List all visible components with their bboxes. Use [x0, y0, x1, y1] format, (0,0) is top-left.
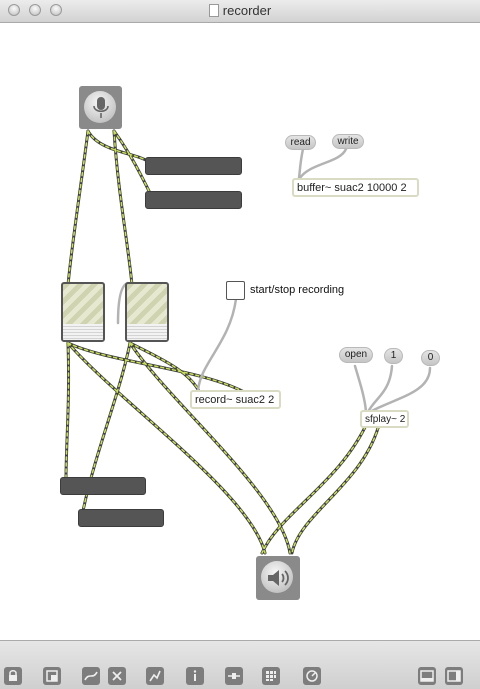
patcher-toolbar — [0, 640, 480, 689]
document-icon — [208, 4, 219, 17]
grid-icon[interactable] — [262, 667, 280, 685]
presentation-icon[interactable] — [43, 667, 61, 685]
zero-message[interactable]: 0 — [421, 350, 440, 366]
slider-icon[interactable] — [225, 667, 243, 685]
microphone-icon — [93, 97, 109, 118]
dsp-icon[interactable] — [303, 667, 321, 685]
toggle-comment: start/stop recording — [250, 284, 345, 296]
read-message[interactable]: read — [285, 135, 316, 150]
window-title-area: recorder — [0, 3, 480, 18]
level-meter-left — [61, 282, 105, 342]
info-icon[interactable] — [186, 667, 204, 685]
adc-button[interactable] — [79, 86, 122, 129]
level-number-box-1[interactable] — [145, 157, 242, 175]
open-message[interactable]: open — [339, 347, 373, 363]
record-object[interactable]: record~ suac2 2 — [190, 390, 281, 409]
write-message[interactable]: write — [332, 134, 364, 149]
patcher-canvas[interactable]: read write buffer~ suac2 10000 2 start/s… — [0, 23, 480, 640]
level-number-box-2[interactable] — [145, 191, 242, 209]
minimize-window-button[interactable] — [29, 4, 41, 16]
close-window-button[interactable] — [8, 4, 20, 16]
patch-cords-icon[interactable] — [82, 667, 100, 685]
one-message[interactable]: 1 — [384, 348, 403, 364]
level-number-box-4[interactable] — [78, 509, 164, 527]
patch-cords — [64, 129, 432, 555]
sfplay-object[interactable]: sfplay~ 2 — [360, 410, 409, 428]
record-toggle[interactable] — [226, 281, 245, 300]
level-number-box-3[interactable] — [60, 477, 146, 495]
dac-button[interactable] — [256, 556, 300, 600]
buffer-object[interactable]: buffer~ suac2 10000 2 — [292, 178, 419, 197]
window-title: recorder — [222, 3, 272, 18]
level-meter-right — [125, 282, 169, 342]
left-sidebar-icon[interactable] — [418, 667, 436, 685]
speaker-icon — [268, 570, 289, 586]
inspector-icon[interactable] — [146, 667, 164, 685]
lock-icon[interactable] — [4, 667, 22, 685]
zoom-window-button[interactable] — [50, 4, 62, 16]
clear-icon[interactable] — [108, 667, 126, 685]
right-sidebar-icon[interactable] — [445, 667, 463, 685]
window-titlebar: recorder — [0, 0, 480, 23]
